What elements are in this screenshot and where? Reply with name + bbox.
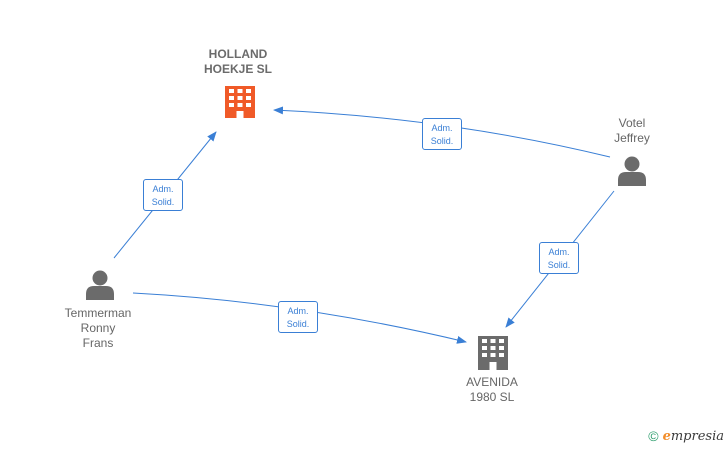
building-icon[interactable] bbox=[478, 336, 508, 370]
edge-label-votel-holland[interactable]: Adm. Solid. bbox=[422, 118, 462, 150]
building-icon[interactable] bbox=[225, 86, 255, 118]
person-icon[interactable] bbox=[618, 156, 646, 187]
brand-logo: empresia bbox=[662, 428, 724, 444]
company-label-avenida[interactable]: AVENIDA 1980 SL bbox=[466, 375, 518, 404]
edge-label-temmerman-holland[interactable]: Adm. Solid. bbox=[143, 179, 183, 211]
edge-label-temmerman-avenida[interactable]: Adm. Solid. bbox=[278, 301, 318, 333]
edge-label-votel-avenida[interactable]: Adm. Solid. bbox=[539, 242, 579, 274]
empresia-watermark: © empresia bbox=[648, 428, 724, 444]
copyright-icon: © bbox=[648, 428, 659, 444]
company-label-holland[interactable]: HOLLAND HOEKJE SL bbox=[203, 47, 272, 76]
person-label-temmerman[interactable]: Temmerman Ronny Frans bbox=[64, 306, 132, 350]
person-icon[interactable] bbox=[86, 270, 114, 301]
person-label-votel[interactable]: Votel Jeffrey bbox=[614, 116, 650, 145]
